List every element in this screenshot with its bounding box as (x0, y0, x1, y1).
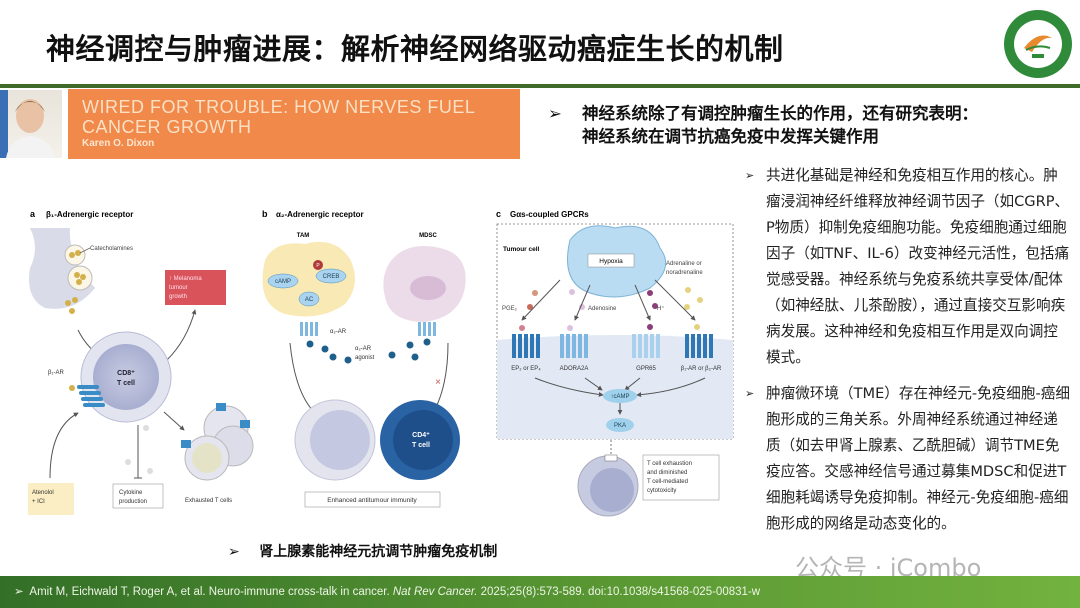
mechanism-figure: a β₁-Adrenergic receptor Catecholamines … (28, 209, 734, 517)
arrow-bullet-icon: ➢ (228, 544, 240, 560)
reference-details: 2025;25(8):573-589. doi:10.1038/s41568-0… (477, 586, 761, 598)
drug-label: Atenolol (32, 490, 54, 496)
cd8-label: CD8⁺ (117, 370, 135, 377)
figure-caption: ➢ 肾上腺素能神经元抗调节肿瘤免疫机制 (228, 541, 497, 561)
catecholamines-label: Catecholamines (90, 246, 133, 252)
tam-cell (262, 241, 355, 317)
camp-node (603, 389, 637, 403)
bullet-paragraph-2: ➢ 肿瘤微环境（TME）存在神经元-免疫细胞-癌细胞形成的三角关系。外周神经系统… (745, 381, 1071, 537)
cytokine-label: production (119, 499, 147, 505)
outcome-label: and diminished (647, 470, 687, 476)
proton-label: H⁺ (657, 305, 665, 312)
agonist-label: α₂-AR (355, 346, 372, 352)
bullet-text: 肿瘤微环境（TME）存在神经元-免疫细胞-癌细胞形成的三角关系。外周神经系统通过… (766, 385, 1070, 532)
pka-node (606, 418, 634, 432)
adrenaline-label: Adrenaline or (666, 261, 702, 267)
tam-label: TAM (297, 233, 310, 239)
panel-c-title: Gαs-coupled GPCRs (510, 210, 589, 219)
melanoma-growth-box (165, 270, 226, 305)
outcome-box (642, 454, 720, 501)
cd4-label: CD4⁺ (412, 432, 430, 439)
panel-b: b α₂-Adrenergic receptor TAM MDSC cAMP C… (262, 209, 466, 508)
phospho-label: P (316, 263, 320, 269)
panel-c: c Gαs-coupled GPCRs Tumour cell Hypoxia … (496, 209, 734, 517)
caption-text: 肾上腺素能神经元抗调节肿瘤免疫机制 (259, 544, 498, 560)
svg-text:×: × (435, 377, 441, 388)
article-author: Karen O. Dixon (82, 138, 155, 149)
panel-a-title: β₁-Adrenergic receptor (46, 210, 133, 219)
arrow-bullet-icon: ➢ (745, 387, 755, 400)
article-banner: WIRED FOR TROUBLE: HOW NERVES FUEL CANCE… (68, 89, 520, 159)
ligand-dots (519, 287, 703, 331)
arrow-bullet-icon: ➢ (14, 586, 24, 598)
receptor-label: GPR65 (636, 366, 656, 372)
beta1-ar-label: β₁-AR (48, 370, 64, 376)
drug-label: + ICI (32, 499, 45, 505)
pge2-label: PGE₂ (502, 306, 518, 312)
panel-a: a β₁-Adrenergic receptor Catecholamines … (28, 209, 254, 515)
title-divider (0, 84, 1080, 88)
camp-label: cAMP (275, 279, 291, 285)
slide-title: 神经调控与肿瘤进展：解析神经网络驱动癌症生长的机制 (46, 32, 784, 66)
outcome-label: T cell-mediated (647, 479, 688, 485)
reference-text: Amit M, Eichwald T, Roger A, et al. Neur… (29, 586, 393, 598)
cd4-label: T cell (412, 442, 430, 449)
agonist-label: agonist (355, 355, 375, 361)
bullet-text: 共进化基础是神经和免疫相互作用的核心。肿瘤浸润神经纤维释放神经调节因子（如CGR… (766, 167, 1070, 366)
melanoma-label: ↑ Melanoma (169, 276, 202, 282)
atenolol-ici-box (28, 483, 74, 515)
hypoxia-label: Hypoxia (599, 258, 623, 265)
creb-label: CREB (323, 274, 340, 280)
arrow-bullet-icon: ➢ (745, 169, 755, 182)
receptor-label: ADORA2A (560, 366, 589, 372)
outcome-box (304, 491, 441, 508)
outcome-label: T cell exhaustion (647, 461, 692, 467)
receptor-label: EP₂ or EP₄ (511, 366, 541, 372)
cd8-label: T cell (117, 380, 135, 387)
panel-a-letter: a (30, 209, 36, 219)
pka-label: PKA (614, 423, 626, 429)
outcome-label: Enhanced antitumour immunity (327, 497, 417, 504)
key-point-line-2: 神经系统在调节抗癌免疫中发挥关键作用 (582, 127, 879, 146)
alpha2-ar-label: α₂-AR (330, 329, 347, 335)
mdsc-label: MDSC (419, 233, 437, 239)
receptor-label: β₁-AR or β₂-AR (681, 366, 722, 372)
cytokine-label: Cytokine (119, 490, 143, 496)
article-title: WIRED FOR TROUBLE: HOW NERVES FUEL CANCE… (82, 97, 475, 137)
university-cancer-center-logo (1004, 10, 1072, 78)
tumour-label: Tumour cell (503, 246, 540, 253)
exhausted-label: Exhausted T cells (185, 498, 232, 504)
camp-label: ↑cAMP (610, 394, 629, 400)
key-point-line-1: 神经系统除了有调控肿瘤生长的作用，还有研究表明： (582, 104, 978, 123)
panel-b-title: α₂-Adrenergic receptor (276, 210, 364, 219)
panel-c-letter: c (496, 209, 501, 219)
panel-b-letter: b (262, 209, 268, 219)
arrow-bullet-icon: ➢ (548, 104, 562, 123)
melanoma-label: growth (169, 294, 187, 300)
reference-footer: ➢ Amit M, Eichwald T, Roger A, et al. Ne… (0, 576, 1080, 608)
adenosine-label: Adenosine (588, 306, 617, 312)
gpcr-receptors (512, 334, 713, 358)
reference-journal: Nat Rev Cancer. (392, 586, 478, 598)
adrenaline-label: noradrenaline (666, 270, 703, 276)
melanoma-label: tumour (169, 285, 188, 291)
outcome-label: cytotoxicity (647, 488, 676, 494)
ac-label: AC (305, 297, 314, 303)
author-photo (0, 90, 62, 158)
bullet-paragraph-1: ➢ 共进化基础是神经和免疫相互作用的核心。肿瘤浸润神经纤维释放神经调节因子（如C… (745, 163, 1071, 371)
cytokine-production-box (112, 483, 164, 509)
